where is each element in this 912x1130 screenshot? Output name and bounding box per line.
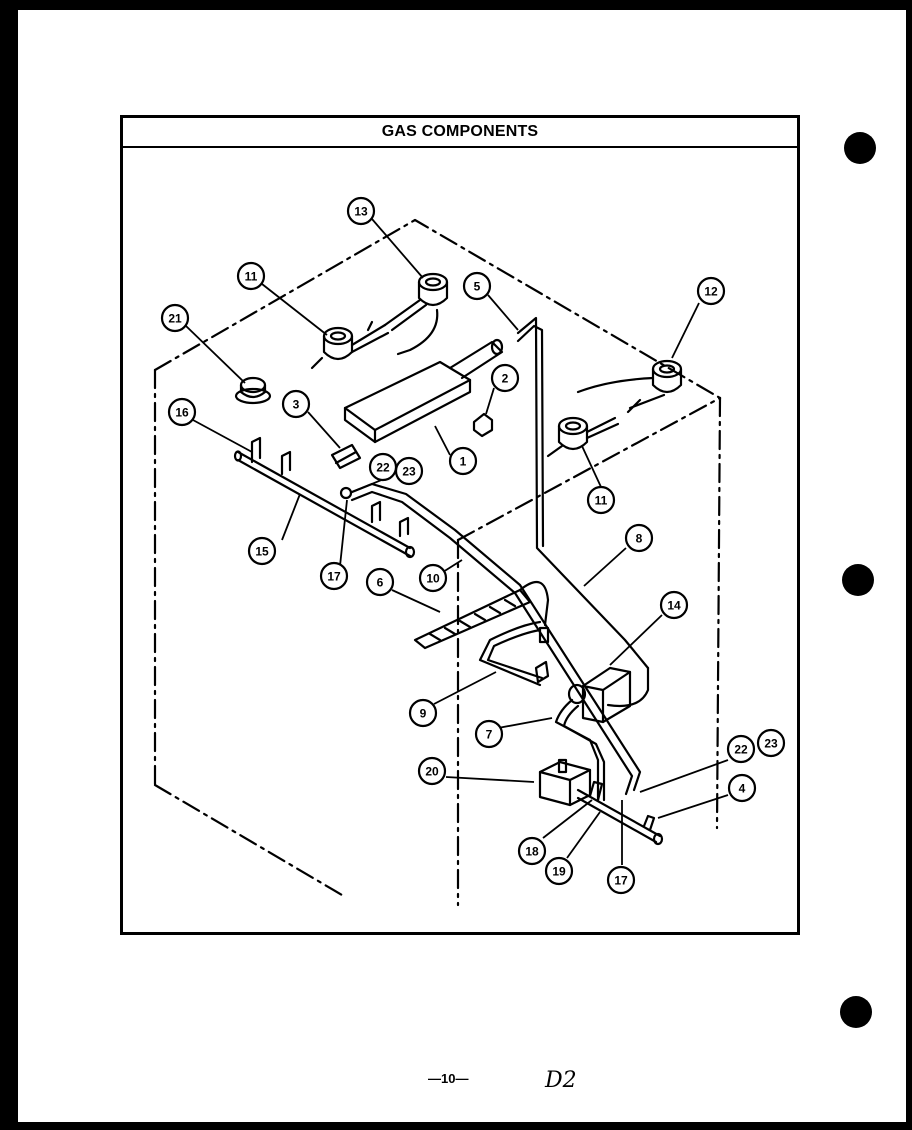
svg-text:23: 23 <box>402 465 416 479</box>
callout-12: 12 <box>696 276 726 306</box>
callout-18: 18 <box>517 836 547 866</box>
svg-text:5: 5 <box>474 280 481 294</box>
clip <box>330 443 362 470</box>
gas-line-5 <box>516 316 650 708</box>
svg-text:7: 7 <box>486 728 493 742</box>
callout-2: 2 <box>490 363 520 393</box>
igniter-box <box>538 758 592 807</box>
svg-text:16: 16 <box>175 406 189 420</box>
diagram-frame: GAS COMPONENTS <box>120 115 800 935</box>
callout-11-front-left: 11 <box>236 261 266 291</box>
svg-text:13: 13 <box>354 205 368 219</box>
callout-5: 5 <box>462 271 492 301</box>
svg-text:8: 8 <box>636 532 643 546</box>
svg-text:10: 10 <box>426 572 440 586</box>
page-number: —10— <box>428 1071 469 1086</box>
svg-text:4: 4 <box>739 782 746 796</box>
callout-8: 8 <box>624 523 654 553</box>
callout-20: 20 <box>417 756 447 786</box>
callout-10: 10 <box>418 563 448 593</box>
binder-hole-top <box>844 132 876 164</box>
gas-components-diagram: 13 11 21 5 12 2 3 16 1 22 23 11 15 17 10… <box>153 196 786 907</box>
svg-text:22: 22 <box>376 461 390 475</box>
binder-hole-middle <box>842 564 874 596</box>
burner-front-right <box>546 416 620 458</box>
svg-text:18: 18 <box>525 845 539 859</box>
callout-1: 1 <box>448 446 478 476</box>
cabinet-outline <box>153 218 722 907</box>
svg-text:22: 22 <box>734 743 748 757</box>
binder-hole-bottom <box>840 996 872 1028</box>
page-code: D2 <box>545 1068 577 1093</box>
oven-burner-tube <box>413 580 550 650</box>
svg-text:23: 23 <box>764 737 778 751</box>
svg-text:12: 12 <box>704 285 718 299</box>
bracket <box>472 412 494 438</box>
burner-cap <box>234 376 272 405</box>
oven-burner-cover <box>343 338 504 444</box>
callout-17-upper: 17 <box>319 561 349 591</box>
callout-6: 6 <box>365 567 395 597</box>
svg-text:11: 11 <box>595 494 608 508</box>
callout-14: 14 <box>659 590 689 620</box>
callout-9: 9 <box>408 698 438 728</box>
diagram-title: GAS COMPONENTS <box>381 123 539 140</box>
svg-text:14: 14 <box>667 599 681 613</box>
svg-text:1: 1 <box>460 455 467 469</box>
callout-13: 13 <box>346 196 376 226</box>
svg-text:17: 17 <box>614 874 628 888</box>
callout-22-upper: 22 <box>368 452 398 482</box>
title-bar: GAS COMPONENTS <box>123 118 797 148</box>
callout-22-lower: 22 <box>726 734 756 764</box>
svg-text:17: 17 <box>327 570 341 584</box>
gas-line-7 <box>554 698 606 802</box>
callout-21: 21 <box>160 303 190 333</box>
callouts: 13 11 21 5 12 2 3 16 1 22 23 11 15 17 10… <box>160 196 786 895</box>
callout-7: 7 <box>474 719 504 749</box>
callout-4: 4 <box>727 773 757 803</box>
callout-15: 15 <box>247 536 277 566</box>
svg-text:9: 9 <box>420 707 427 721</box>
callout-3: 3 <box>281 389 311 419</box>
svg-text:2: 2 <box>502 372 509 386</box>
callout-23-lower: 23 <box>756 728 786 758</box>
burner-rear-right <box>576 359 683 414</box>
callout-16: 16 <box>167 397 197 427</box>
thermostat <box>567 666 632 724</box>
inlet-pipe <box>576 780 664 846</box>
svg-text:21: 21 <box>168 312 182 326</box>
callout-19: 19 <box>544 856 574 886</box>
svg-text:11: 11 <box>245 270 258 284</box>
svg-text:3: 3 <box>293 398 300 412</box>
svg-text:6: 6 <box>377 576 384 590</box>
callout-17-lower: 17 <box>606 865 636 895</box>
svg-text:15: 15 <box>255 545 269 559</box>
page-sheet: GAS COMPONENTS <box>18 10 906 1122</box>
burner-rear-left <box>383 272 449 356</box>
burner-front-left <box>310 320 390 370</box>
svg-text:20: 20 <box>425 765 439 779</box>
pilot-line-9 <box>478 620 550 687</box>
svg-text:19: 19 <box>552 865 566 879</box>
callout-11-front-right: 11 <box>586 485 616 515</box>
leader-lines <box>185 218 729 865</box>
callout-23-upper: 23 <box>394 456 424 486</box>
